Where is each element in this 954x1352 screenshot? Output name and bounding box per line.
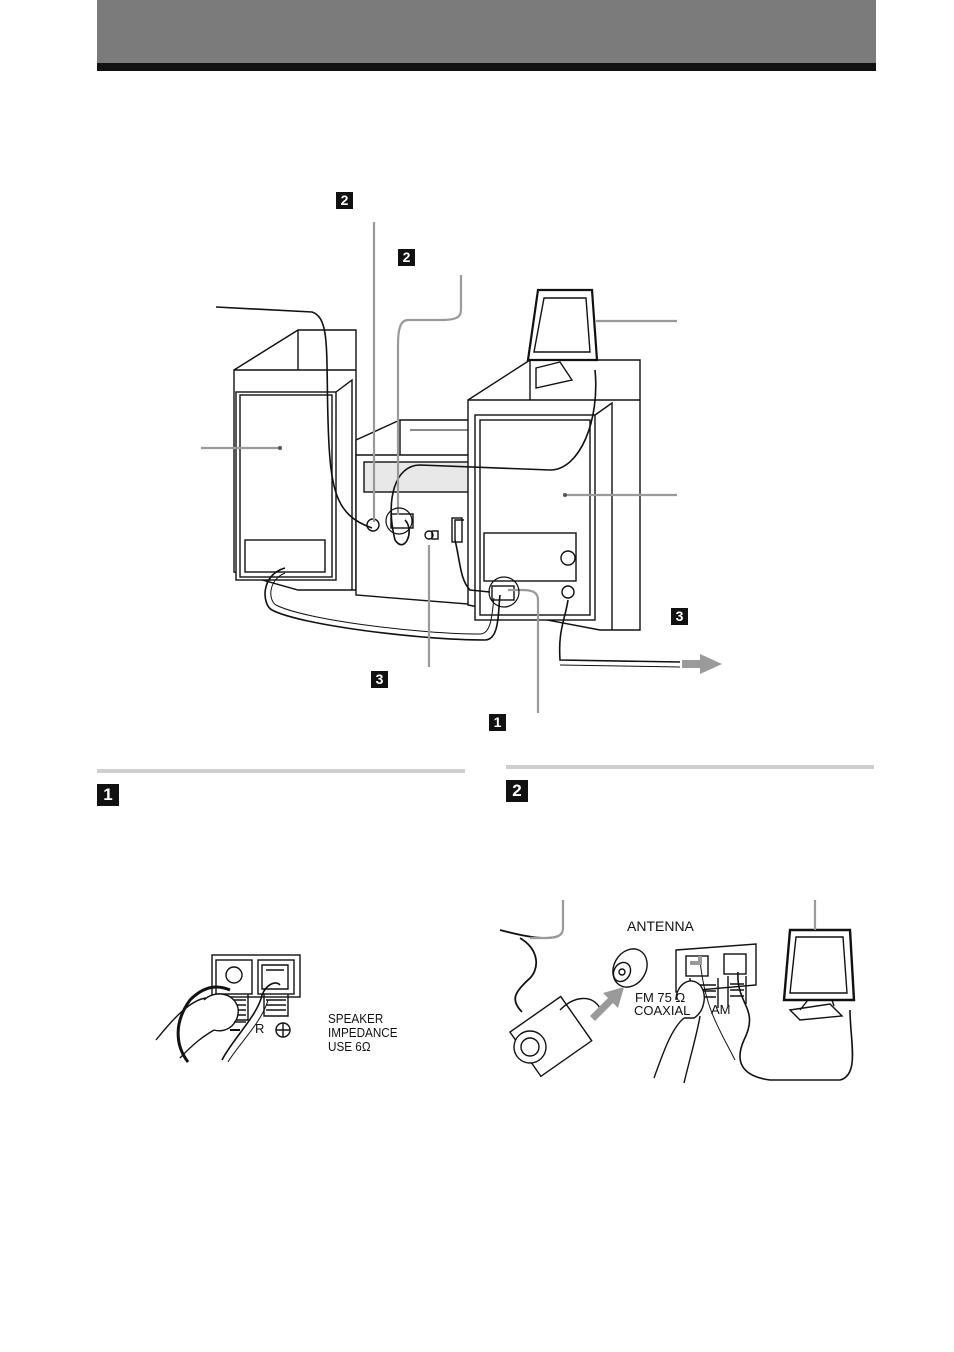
step-badge-3: 3 <box>371 671 388 688</box>
speaker-impedance-line1: SPEAKER <box>328 1011 384 1026</box>
fm-wire-antenna <box>215 306 373 529</box>
step-badge-1: 1 <box>489 714 506 731</box>
fm-label-line1: FM 75 Ω <box>635 990 686 1005</box>
callout-am-terminal <box>396 275 463 515</box>
to-outlet-arrow <box>682 654 722 674</box>
antenna-label: ANTENNA <box>627 918 694 934</box>
step-badge-3: 3 <box>671 608 688 625</box>
speaker-impedance-line3: USE 6Ω <box>328 1039 371 1054</box>
fm-label-line2: COAXIAL <box>634 1003 691 1018</box>
am-label: AM <box>711 1002 731 1017</box>
section-1-rule <box>97 769 465 773</box>
insert-arrow <box>590 987 624 1021</box>
loop-antenna-illustration <box>390 288 599 546</box>
header-rule <box>97 63 876 71</box>
header-bar <box>97 0 876 63</box>
step-badge-2: 2 <box>336 192 353 209</box>
speaker-cable <box>264 567 501 641</box>
left-speaker-illustration <box>233 329 357 591</box>
section-1-badge: 1 <box>97 784 119 806</box>
speaker-r-label: R <box>255 1021 265 1036</box>
callout-speaker-terminal <box>508 588 540 713</box>
power-cord <box>454 539 681 663</box>
callout-fm-wire <box>530 900 565 940</box>
section-2-badge: 2 <box>506 780 528 802</box>
section-2-rule <box>506 765 874 769</box>
step-badge-2: 2 <box>398 249 415 266</box>
speaker-impedance-line2: IMPEDANCE <box>328 1025 398 1040</box>
right-speaker-illustration <box>467 359 641 631</box>
